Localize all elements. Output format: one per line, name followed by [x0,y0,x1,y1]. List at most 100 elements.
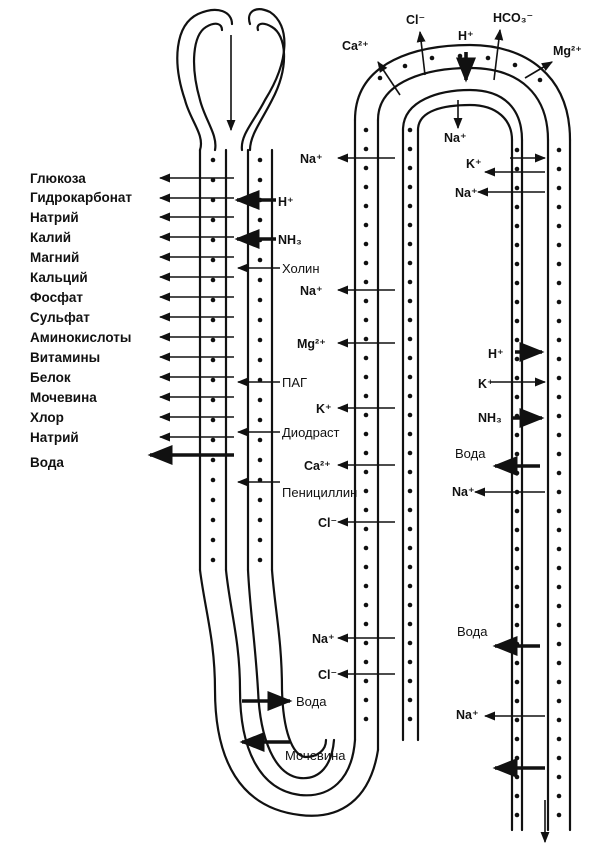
label-k-ascending: K⁺ [316,402,332,416]
nucleus-distal-outer [556,432,562,438]
nucleus-ascending-inner [407,564,413,570]
nucleus-top-loop [457,53,463,59]
nucleus-distal-outer [556,603,562,609]
nucleus-distal-outer [556,546,562,552]
nucleus-proximal-inner [257,337,263,343]
nucleus-ascending-inner [407,317,413,323]
nucleus-proximal-inner [257,177,263,183]
nucleus-proximal-outer [210,517,216,523]
nucleus-distal-outer [556,717,562,723]
nucleus-top-loop [537,77,543,83]
bowman-capsule-outer-left [176,8,234,152]
tubule-walls [176,8,572,832]
label-water-descending: Вода [296,694,327,709]
distal-labels: K⁺ Na⁺ H⁺ K⁺ NH₃ Вода Na⁺ Вода Na⁺ [452,157,504,722]
nucleus-proximal-inner [257,417,263,423]
nucleus-ascending-inner [407,659,413,665]
nucleus-distal-outer [556,660,562,666]
label-nh3-distal: NH₃ [478,411,502,425]
label-bicarbonate: Гидрокарбонат [30,190,132,205]
nucleus-proximal-inner [257,557,263,563]
nucleus-ascending-inner [407,678,413,684]
nucleus-proximal-outer [210,557,216,563]
label-urea-descending: Мочевина [285,748,346,763]
nucleus-ascending-outer [363,716,369,722]
label-na-ascending-2: Na⁺ [300,284,323,298]
nucleus-ascending-inner [407,545,413,551]
nucleus-top-loop [377,75,383,81]
nucleus-proximal-outer [210,397,216,403]
nucleus-distal-outer [556,166,562,172]
nucleus-proximal-outer [210,277,216,283]
nucleus-proximal-outer [210,417,216,423]
nucleus-proximal-outer [210,337,216,343]
nucleus-distal-outer [556,812,562,818]
label-mg-ascending: Mg²⁺ [297,337,326,351]
label-na-distal-1: Na⁺ [455,186,478,200]
nucleus-proximal-outer [210,257,216,263]
nucleus-ascending-outer [363,659,369,665]
nucleus-distal-outer [556,185,562,191]
nucleus-proximal-inner [257,317,263,323]
nucleus-ascending-outer [363,393,369,399]
label-urea: Мочевина [30,390,97,405]
nucleus-ascending-outer [363,146,369,152]
top-arrow-mg [524,61,553,79]
label-potassium: Калий [30,230,71,245]
nucleus-distal-outer [556,527,562,533]
nucleus-ascending-inner [407,374,413,380]
nucleus-proximal-inner [257,397,263,403]
label-sulfate: Сульфат [30,310,90,325]
nucleus-distal-inner [514,375,520,381]
nucleus-proximal-inner [257,277,263,283]
nucleus-distal-inner [514,755,520,761]
top-arrow-hco3 [493,28,504,81]
nucleus-distal-inner [514,679,520,685]
nucleus-ascending-inner [407,146,413,152]
nucleus-distal-outer [556,489,562,495]
nucleus-distal-outer [556,755,562,761]
label-chlorine: Хлор [30,410,64,425]
nucleus-ascending-inner [407,184,413,190]
nucleus-distal-outer [556,375,562,381]
nucleus-distal-inner [514,261,520,267]
nucleus-ascending-inner [407,279,413,285]
top-arrow-cl [416,30,426,76]
nucleus-ascending-outer [363,602,369,608]
nucleus-distal-inner [514,223,520,229]
label-diodrast: Диодраст [282,425,340,440]
nucleus-proximal-outer [210,197,216,203]
nucleus-ascending-outer [363,507,369,513]
nucleus-ascending-outer [363,526,369,532]
nucleus-ascending-inner [407,716,413,722]
label-water: Вода [30,455,64,470]
nucleus-top-loop [512,62,518,68]
nucleus-distal-outer [556,736,562,742]
nucleus-ascending-inner [407,165,413,171]
nucleus-distal-inner [514,356,520,362]
nucleus-ascending-outer [363,203,369,209]
nucleus-ascending-outer [363,488,369,494]
nucleus-proximal-outer [210,297,216,303]
label-amino-acids: Аминокислоты [30,330,131,345]
nucleus-proximal-outer [210,217,216,223]
label-k-distal-2: K⁺ [478,377,494,391]
proximal-secretion-labels: H⁺ NH₃ Холин ПАГ Диодраст Пенициллин Вод… [278,195,357,763]
nucleus-distal-outer [556,356,562,362]
nucleus-proximal-inner [257,357,263,363]
nucleus-ascending-outer [363,165,369,171]
nucleus-ascending-outer [363,697,369,703]
nucleus-distal-inner [514,242,520,248]
nucleus-distal-inner [514,432,520,438]
nucleus-ascending-inner [407,412,413,418]
label-pag: ПАГ [282,375,307,390]
nucleus-distal-inner [514,508,520,514]
label-ca-ascending: Ca²⁺ [304,459,331,473]
label-cl-top: Cl⁻ [406,13,425,27]
label-na-ascending-1: Na⁺ [300,152,323,166]
nucleus-distal-outer [556,698,562,704]
nucleus-distal-outer [556,641,562,647]
nucleus-proximal-inner [257,437,263,443]
proximal-reabsorption-labels: Глюкоза Гидрокарбонат Натрий Калий Магни… [30,171,132,470]
